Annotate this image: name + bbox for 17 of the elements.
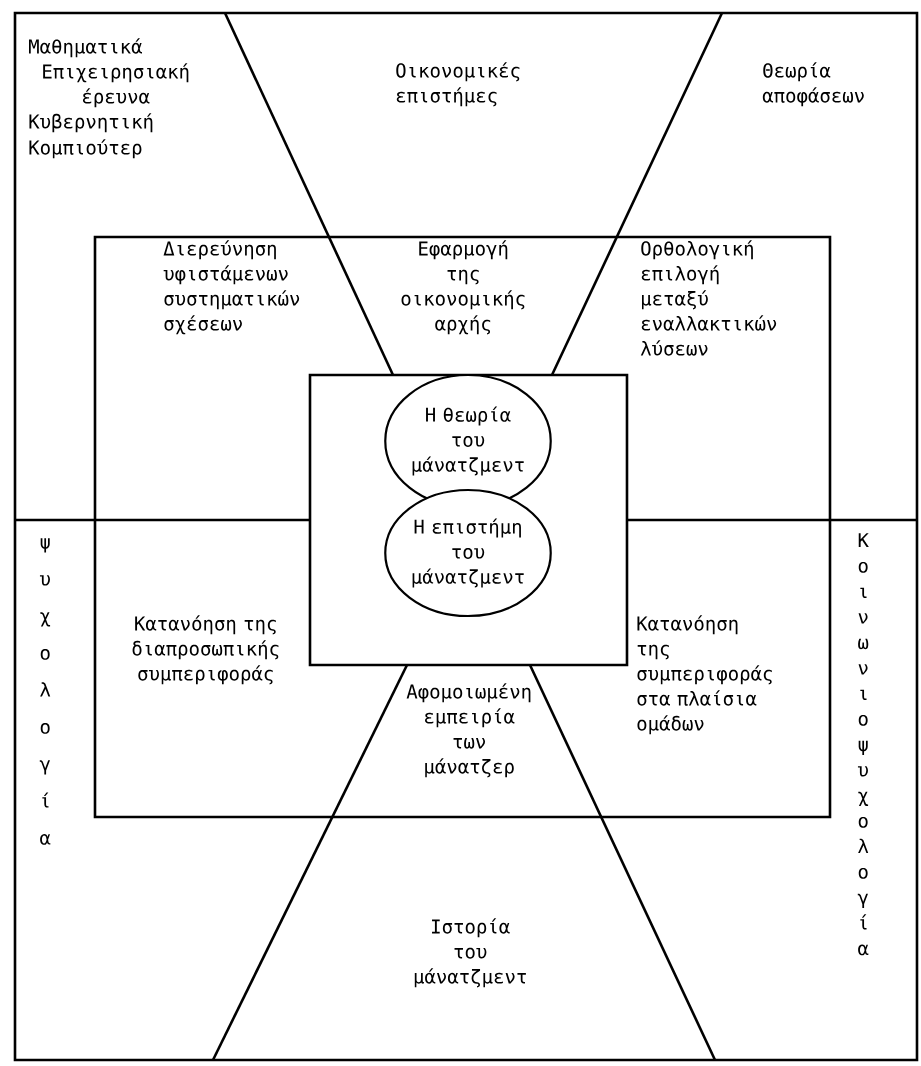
region-label: Αφομοιωμένη εμπειρία των μάνατζερ xyxy=(406,683,531,778)
vertical-label: Κοινωνιοψυχολογία xyxy=(857,533,869,956)
vertical-label: ψυχολογία xyxy=(39,538,51,845)
frame-box xyxy=(308,373,629,667)
frame-box xyxy=(93,235,832,819)
region-label: Κατανόηση της συμπεριφοράς στα πλαίσια ομάδων xyxy=(637,615,772,735)
region-label: Επιχειρησιακή έρευνα xyxy=(43,63,189,108)
region-label: Θεωρία αποφάσεων xyxy=(762,62,864,107)
region-label: Μαθηματικά xyxy=(29,38,142,58)
region-label: Διερεύνηση υφιστάμενων συστηματικών σχέσεων xyxy=(163,240,300,335)
region-label: Κυβερνητική xyxy=(29,113,153,133)
region-label: Κατανόηση της διαπροσωπικής συμπεριφοράς xyxy=(132,615,279,685)
region-label: Εφαρμογή της οικονομικής αρχής xyxy=(401,240,525,335)
region-label: Ιστορία του μάνατζμεντ xyxy=(414,918,526,988)
region-label: Ορθολογική επιλογή μεταξύ εναλλακτικών λύσεων xyxy=(640,240,777,356)
region-label: Κομπιούτερ xyxy=(29,139,142,159)
region-label: Οικονομικές επιστήμες xyxy=(396,62,520,107)
